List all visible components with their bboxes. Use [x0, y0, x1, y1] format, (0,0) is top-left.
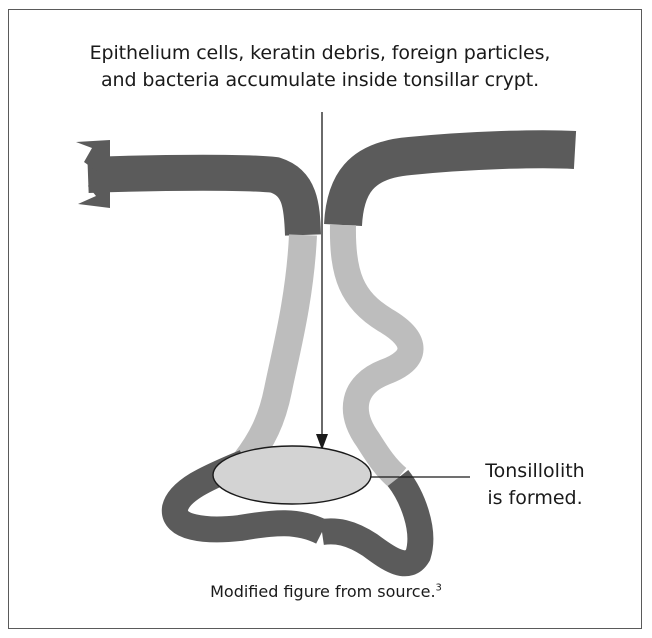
tonsillolith-label: Tonsillolith is formed. — [470, 458, 600, 512]
right-wall-dark-upper — [343, 149, 575, 225]
tonsillolith-label-line-2: is formed. — [470, 485, 600, 512]
left-wall-light — [245, 235, 303, 462]
left-wall-dark-upper — [88, 173, 303, 235]
right-wall-light — [343, 225, 411, 478]
source-note: Modified figure from source.3 — [0, 582, 652, 601]
source-reference: 3 — [436, 583, 442, 594]
source-text: Modified figure from source. — [210, 582, 435, 601]
tonsillolith-stone — [213, 446, 371, 504]
tonsillolith-label-line-1: Tonsillolith — [470, 458, 600, 485]
